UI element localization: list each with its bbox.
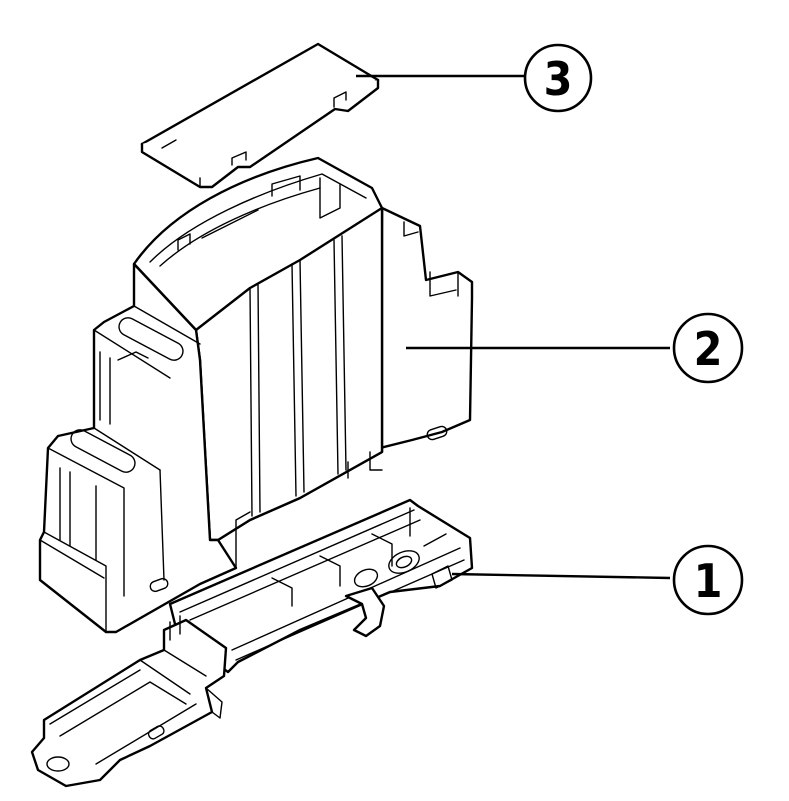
callout-1-circle <box>672 544 744 616</box>
callout-2-label: 2 <box>694 322 723 376</box>
part-2-housing <box>38 156 474 634</box>
callout-1: 1 <box>672 544 744 616</box>
callout-2-circle <box>672 312 744 384</box>
callout-3: 3 <box>523 43 593 113</box>
callout-3-label: 3 <box>544 52 573 106</box>
part-3-cover <box>140 42 380 189</box>
leader-line-1 <box>451 572 671 580</box>
callout-3-circle <box>523 43 593 113</box>
part-1-base <box>30 498 474 788</box>
callout-1-label: 1 <box>694 554 723 608</box>
callout-2: 2 <box>672 312 744 384</box>
